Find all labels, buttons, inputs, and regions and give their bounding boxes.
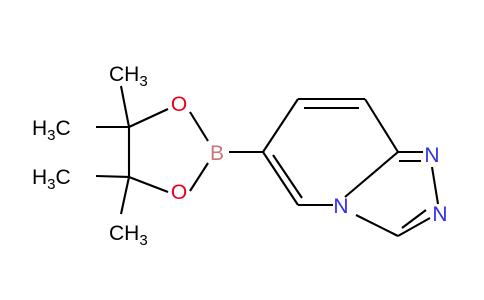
bond-o2-b (189, 162, 209, 192)
bond-n2-c3 (397, 217, 431, 237)
bond-c6-c5 (262, 151, 299, 206)
bond-c8-c8a (364, 98, 399, 153)
boron-label: B (210, 142, 224, 165)
bond-c6-c7 (262, 98, 299, 153)
bond-o1-b (189, 111, 209, 142)
methyl-label-top: CH3 (109, 63, 148, 90)
methyl-label-bottom: CH3 (109, 222, 148, 249)
methyl-label-lower-left: H3C (32, 166, 71, 193)
bond-n1-n2 (430, 166, 440, 205)
methyl-label-upper-left: H3C (32, 117, 71, 144)
nitrogen-label-right-upper: N (424, 144, 439, 167)
bond-lines (95, 85, 440, 237)
bond-c6-c5-inner (272, 154, 303, 199)
nitrogen-label-right-lower: N (432, 203, 447, 226)
bond-c1-methyl-top (119, 85, 131, 128)
nitrogen-label-bridgehead: N (333, 195, 348, 218)
bond-n4-c8a (344, 151, 399, 198)
atom-labels: CH3 H3C H3C CH3 O O B N N N (32, 63, 448, 249)
bond-n2-c3-inner (401, 209, 427, 229)
bond-c2-methyl-left (95, 174, 130, 179)
oxygen-label-bottom: O (171, 181, 187, 204)
oxygen-label-top: O (171, 93, 187, 116)
bond-c1-o1 (128, 108, 169, 128)
bond-c3-n4 (355, 214, 399, 237)
bond-c2-methyl-bottom (119, 176, 131, 215)
bond-c2-o2 (128, 176, 169, 193)
